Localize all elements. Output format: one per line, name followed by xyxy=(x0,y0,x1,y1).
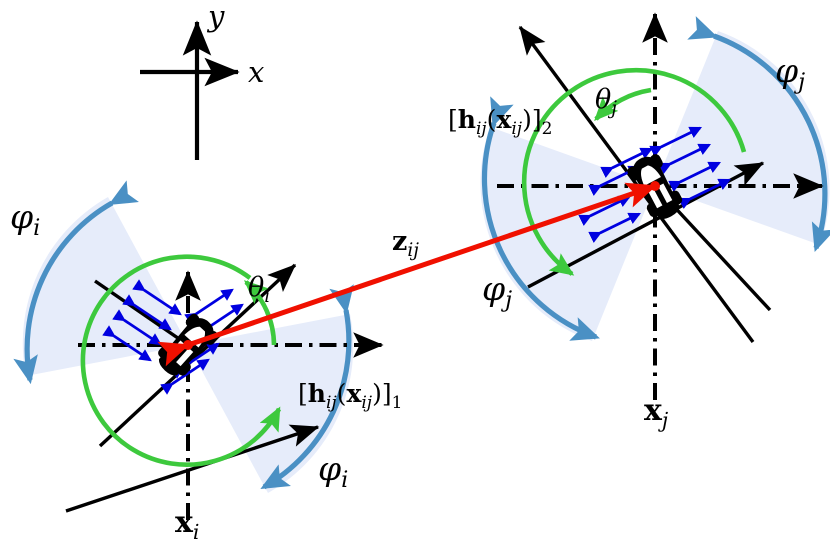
vehicle-i-bearing-label: [hij(xij)]1 xyxy=(298,379,402,413)
vehicle-j-theta-label: θj xyxy=(595,84,617,119)
vehicle-i-fov-label-lower: φi xyxy=(318,449,348,493)
vehicle-i-pose-label: xi xyxy=(175,505,199,544)
vehicle-j-theta-arc xyxy=(594,87,652,122)
vehicle-i-theta-label: θi xyxy=(248,272,270,307)
vehicle-j-origin-dot xyxy=(650,181,660,191)
global-coordinate-frame: y x xyxy=(140,0,264,160)
vehicle-j-pose-label: xj xyxy=(644,393,669,432)
vehicle-j-group: φj φj θj xj [hij(xij)]2 xyxy=(448,12,830,432)
vehicle-i-body-y-axis xyxy=(65,424,320,513)
measurement-edge-group: zij xyxy=(157,181,660,367)
measurement-label-z-ij: zij xyxy=(392,226,419,261)
vehicle-j-fov-label-lower: φj xyxy=(482,269,512,313)
measurement-edge-z-ij xyxy=(157,182,657,367)
vehicle-i-fov-label-upper: φi xyxy=(10,197,40,241)
vehicle-i-fov-arc-left xyxy=(13,180,139,385)
vehicle-i-group: φi φi θi xi [hij(xij)]1 xyxy=(10,180,402,544)
global-x-axis-label: x xyxy=(248,55,264,89)
global-y-axis-label: y xyxy=(206,0,225,33)
vehicle-i-origin-dot xyxy=(183,340,193,350)
vehicle-j-bearing-label: [hij(xij)]2 xyxy=(448,105,552,139)
vehicle-j-fov-arc-right xyxy=(687,16,830,252)
vehicle-j-fov-label-upper: φj xyxy=(775,51,805,95)
